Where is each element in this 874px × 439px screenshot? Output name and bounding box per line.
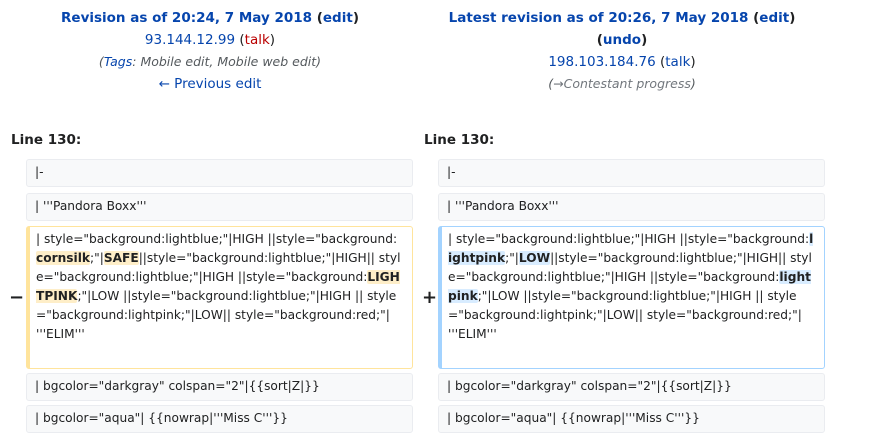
inserted-text: ;"| [505, 251, 519, 265]
context-line-left: | bgcolor="aqua"| {{nowrap|'''Miss C'''}… [26, 405, 413, 433]
old-revision-edit-link[interactable]: edit [322, 10, 353, 26]
deleted-text: ||style="background:lightblue;"|HIGH|| s… [36, 251, 401, 284]
deleted-line: | style="background:lightblue;"|HIGH ||s… [26, 226, 413, 369]
new-revision-header: Latest revision as of 20:26, 7 May 2018 … [414, 7, 830, 95]
context-line-right: |- [438, 159, 825, 187]
old-revision-talk-link[interactable]: talk [244, 32, 270, 48]
deleted-word: SAFE [103, 251, 139, 265]
old-line-number: Line 130: [11, 132, 82, 148]
old-revision-link[interactable]: Revision as of 20:24, 7 May 2018 [61, 10, 313, 26]
old-revision-tags: (Tags: Mobile edit, Mobile web edit) [98, 54, 322, 69]
inserted-word: LOW [518, 251, 551, 265]
insertion-marker: + [422, 287, 438, 308]
old-revision-title: Revision as of 20:24, 7 May 2018 (edit) [61, 10, 359, 26]
context-line-right: | bgcolor="darkgray" colspan="2"|{{sort|… [438, 373, 825, 401]
new-line-number: Line 130: [424, 132, 495, 148]
section-arrow-link[interactable]: → [553, 76, 564, 91]
undo-link[interactable]: undo [602, 32, 642, 48]
new-revision-title: Latest revision as of 20:26, 7 May 2018 … [448, 10, 796, 26]
tags-value: Mobile edit, Mobile web edit [140, 54, 317, 69]
inserted-text: ||style="background:lightblue;"|HIGH|| s… [448, 251, 812, 284]
undo-line: (undo) [596, 32, 648, 48]
deleted-text: ;"|LOW ||style="background:lightblue;"|H… [36, 289, 397, 341]
inserted-line: | style="background:lightblue;"|HIGH ||s… [438, 226, 825, 369]
context-line-left: | bgcolor="darkgray" colspan="2"|{{sort|… [26, 373, 413, 401]
old-revision-user-link[interactable]: 93.144.12.99 [144, 32, 236, 48]
context-line-left: |- [26, 159, 413, 187]
context-line-right: | bgcolor="aqua"| {{nowrap|'''Miss C'''}… [438, 405, 825, 433]
inserted-text: ;"|LOW ||style="background:lightblue;"|H… [448, 289, 806, 341]
new-revision-talk-link[interactable]: talk [665, 54, 691, 70]
deleted-text: ;"| [90, 251, 104, 265]
tags-link[interactable]: Tags [103, 54, 133, 69]
edit-summary-text: Contestant progress [563, 76, 691, 91]
new-revision-user-line: 198.103.184.76 (talk) [548, 54, 696, 70]
inserted-text: | style="background:lightblue;"|HIGH ||s… [448, 232, 810, 246]
deletion-marker: − [9, 287, 25, 308]
old-revision-header: Revision as of 20:24, 7 May 2018 (edit) … [0, 7, 420, 95]
new-revision-user-link[interactable]: 198.103.184.76 [548, 54, 656, 70]
edit-summary: (→Contestant progress) [548, 76, 696, 91]
previous-edit-link[interactable]: ← Previous edit [158, 76, 262, 92]
deleted-word: cornsilk [36, 251, 90, 265]
old-revision-user-line: 93.144.12.99 (talk) [144, 32, 276, 48]
context-line-right: | '''Pandora Boxx''' [438, 193, 825, 221]
new-revision-edit-link[interactable]: edit [759, 10, 790, 26]
context-line-left: | '''Pandora Boxx''' [26, 193, 413, 221]
new-revision-link[interactable]: Latest revision as of 20:26, 7 May 2018 [448, 10, 749, 26]
deleted-text: | style="background:lightblue;"|HIGH ||s… [36, 232, 398, 246]
